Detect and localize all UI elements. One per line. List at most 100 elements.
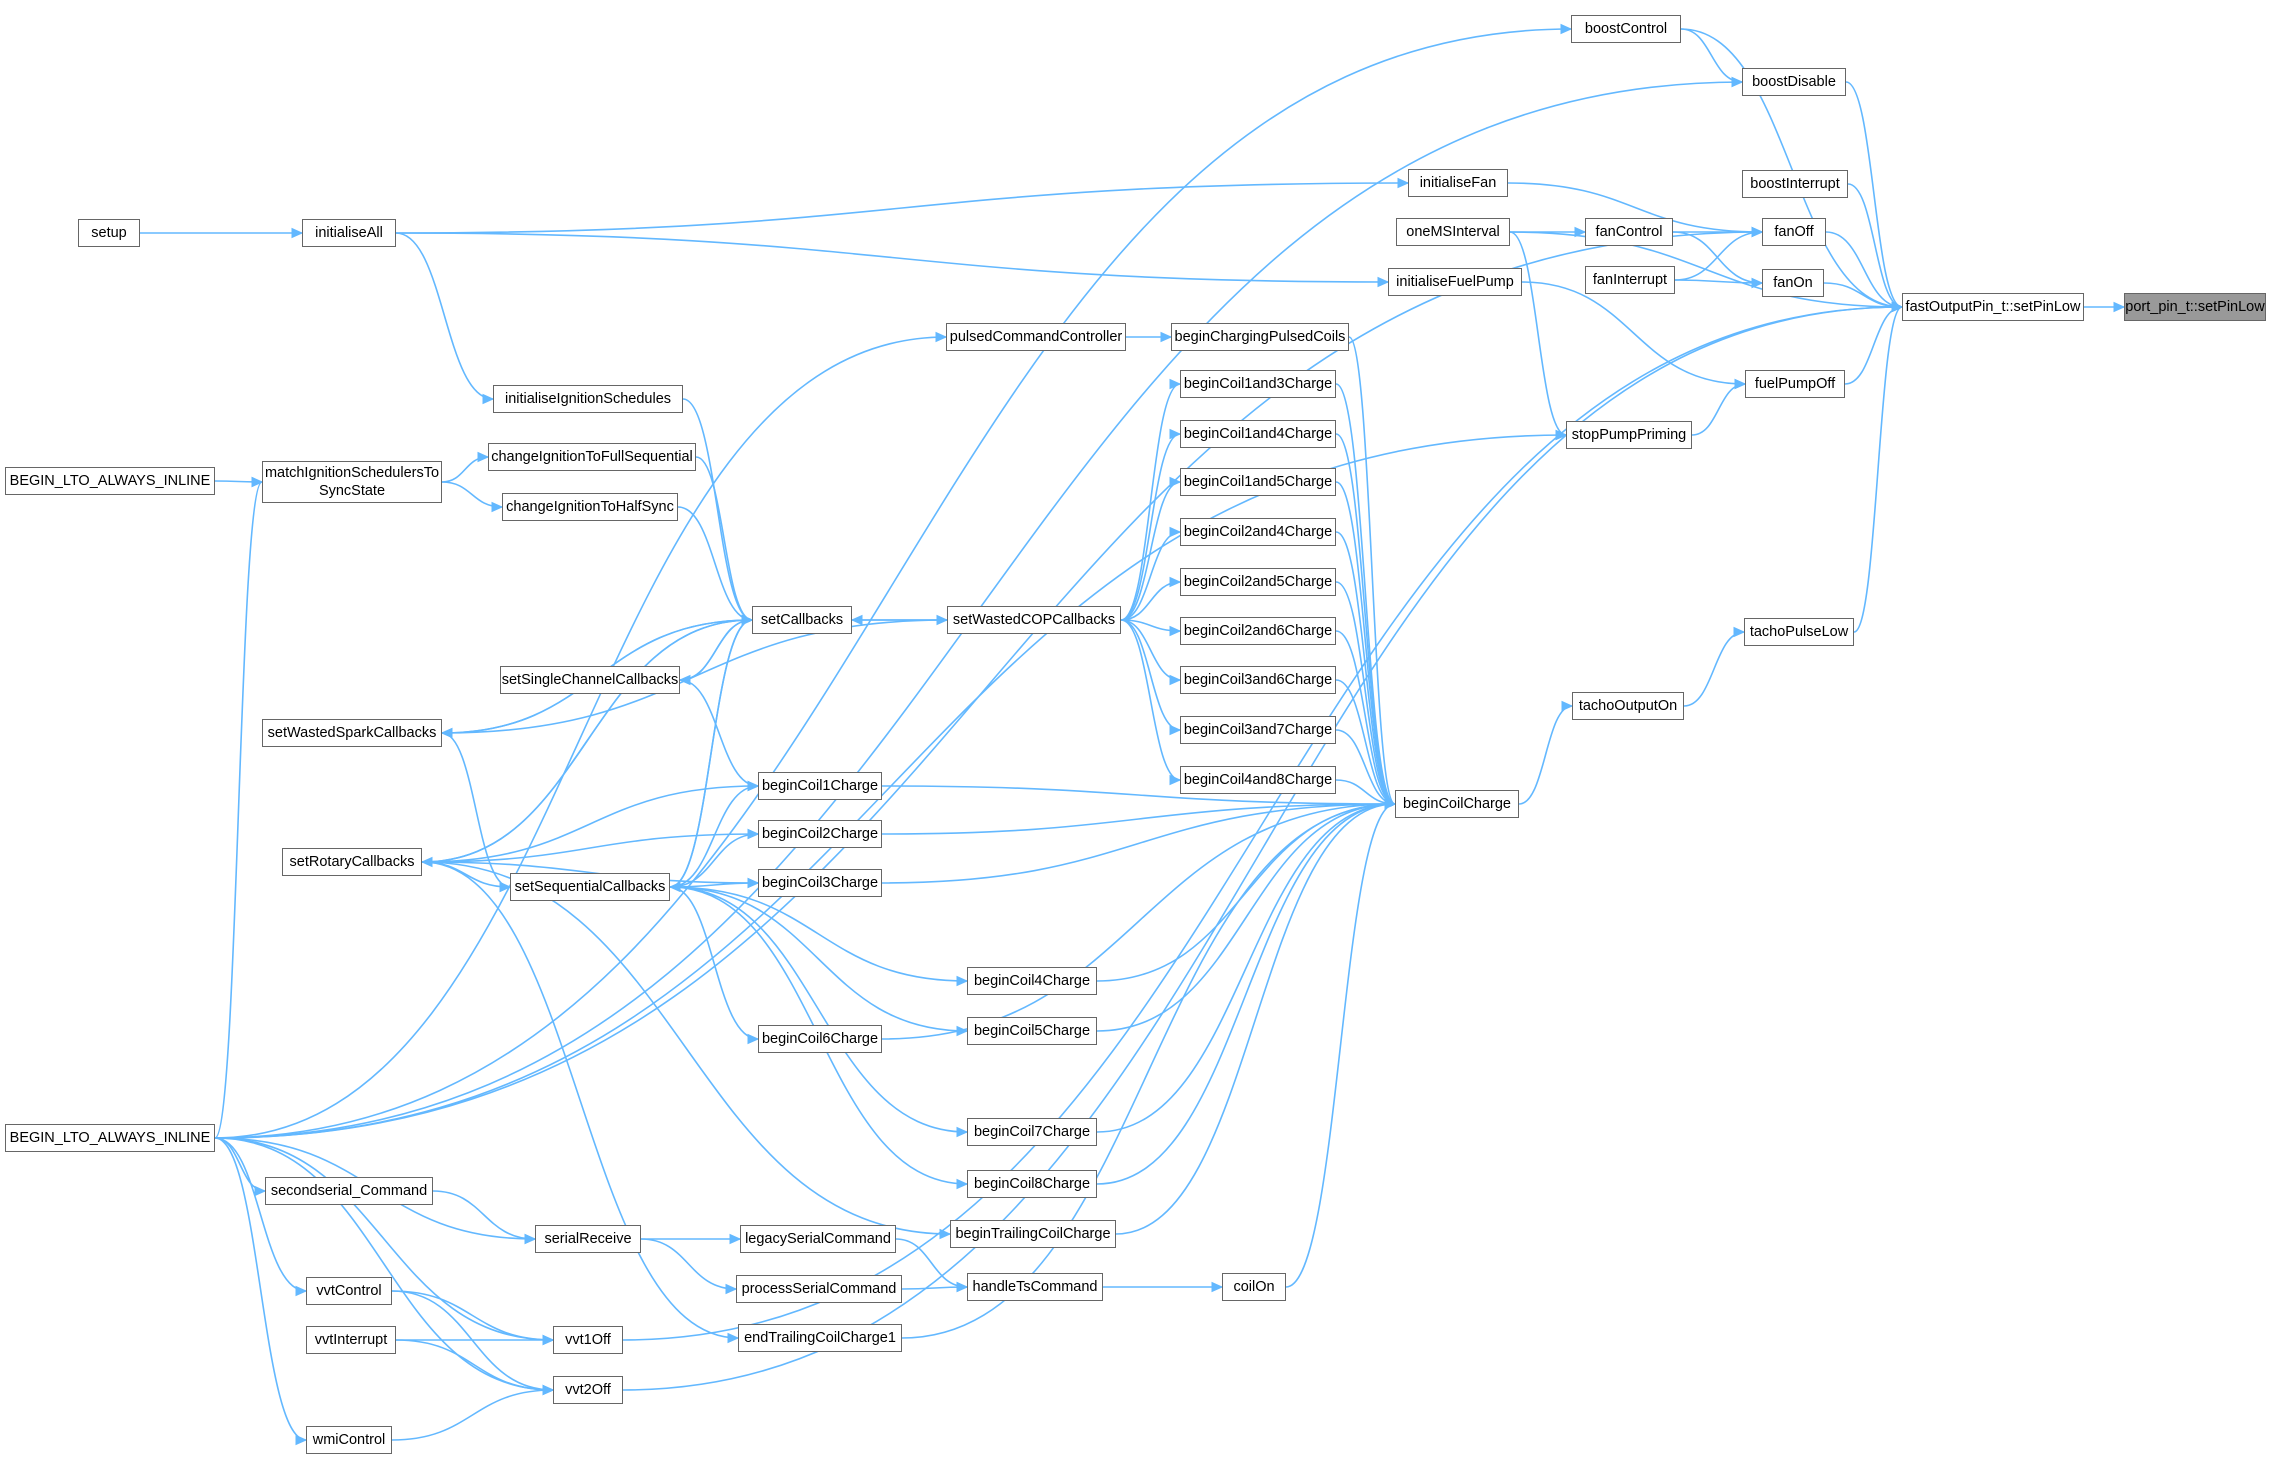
edge-setSequentialCallbacks-to-beginCoil5Charge xyxy=(669,886,968,1032)
node-begincoil8charge[interactable]: beginCoil8Charge xyxy=(967,1170,1097,1198)
node-wmicontrol[interactable]: wmiControl xyxy=(306,1426,392,1454)
edge-initialiseIgnitionSchedules-to-setCallbacks xyxy=(682,398,753,621)
node-fancontrol[interactable]: fanControl xyxy=(1585,218,1673,246)
node-legacyserialcommand[interactable]: legacySerialCommand xyxy=(740,1225,896,1253)
node-changeignitiontofullsequential[interactable]: changeIgnitionToFullSequential xyxy=(488,443,696,471)
node-begincoil4and8charge[interactable]: beginCoil4and8Charge xyxy=(1180,766,1336,794)
node-faninterrupt[interactable]: fanInterrupt xyxy=(1585,266,1675,294)
edge-initialiseAll-to-initialiseIgnitionSchedules xyxy=(395,232,494,400)
node-endtrailingcoilcharge1[interactable]: endTrailingCoilCharge1 xyxy=(738,1324,902,1352)
edge-initialiseFuelPump-to-fuelPumpOff xyxy=(1521,281,1746,385)
node-coilon[interactable]: coilOn xyxy=(1222,1273,1286,1301)
arrowhead-wmiControl-to-vvt2Off xyxy=(542,1384,555,1396)
edge-beginCoil2Charge-to-beginCoilCharge xyxy=(881,803,1396,835)
edge-changeIgnitionToHalfSync-to-setCallbacks xyxy=(677,506,753,621)
node-setrotarycallbacks[interactable]: setRotaryCallbacks xyxy=(282,848,422,876)
node-begincoil5charge[interactable]: beginCoil5Charge xyxy=(967,1017,1097,1045)
edge-initialiseAll-to-initialiseFan xyxy=(395,182,1409,234)
node-stoppumppriming[interactable]: stopPumpPriming xyxy=(1566,421,1692,449)
arrowhead-setSequentialCallbacks-to-beginCoil7Charge xyxy=(956,1126,969,1138)
edge-ltoInline2-to-boostControl xyxy=(214,28,1572,1139)
node-begin-lto-always-inline-1[interactable]: BEGIN_LTO_ALWAYS_INLINE xyxy=(5,467,215,495)
edge-fuelPumpOff-to-fastSetPinLow xyxy=(1844,306,1903,385)
edge-secondserialCommand-to-serialReceive xyxy=(432,1190,536,1240)
edge-changeIgnitionToFullSequential-to-setCallbacks xyxy=(695,456,753,621)
arrowhead-setWastedCOPCallbacks-to-beginCoil1and5Charge xyxy=(1169,476,1182,488)
node-setcallbacks[interactable]: setCallbacks xyxy=(752,606,852,634)
node-fanoff[interactable]: fanOff xyxy=(1762,218,1826,246)
node-begincoil7charge[interactable]: beginCoil7Charge xyxy=(967,1118,1097,1146)
arrowhead-handleTsCommand-to-coilOn xyxy=(1211,1281,1224,1293)
edge-beginCoil2and5Charge-to-beginCoilCharge xyxy=(1335,581,1396,805)
arrowhead-setRotaryCallbacks-to-endTrailingCoilCharge1 xyxy=(727,1332,740,1344)
node-changeignitiontohalfsync[interactable]: changeIgnitionToHalfSync xyxy=(502,493,678,521)
node-pulsedcommandcontroller[interactable]: pulsedCommandController xyxy=(946,323,1126,351)
node-setup[interactable]: setup xyxy=(78,219,140,247)
node-begincoil3and6charge[interactable]: beginCoil3and6Charge xyxy=(1180,666,1336,694)
node-begincoil1charge[interactable]: beginCoil1Charge xyxy=(758,772,882,800)
node-begincoil6charge[interactable]: beginCoil6Charge xyxy=(758,1025,882,1053)
node-processserialcommand[interactable]: processSerialCommand xyxy=(736,1275,902,1303)
edge-stopPumpPriming-to-fuelPumpOff xyxy=(1691,383,1746,436)
node-beginchargingpulsedcoils[interactable]: beginChargingPulsedCoils xyxy=(1171,323,1349,351)
node-vvt2off[interactable]: vvt2Off xyxy=(553,1376,623,1404)
edge-tachoOutputOn-to-tachoPulseLow xyxy=(1683,631,1745,707)
node-begincoil2and6charge[interactable]: beginCoil2and6Charge xyxy=(1180,617,1336,645)
node-initialisefuelpump[interactable]: initialiseFuelPump xyxy=(1388,268,1522,296)
node-setsequentialcallbacks[interactable]: setSequentialCallbacks xyxy=(510,873,670,901)
node-vvtcontrol[interactable]: vvtControl xyxy=(306,1277,392,1305)
node-begincoil1and5charge[interactable]: beginCoil1and5Charge xyxy=(1180,468,1336,496)
node-tachoutputon[interactable]: tachoOutputOn xyxy=(1572,692,1684,720)
node-begincoil3charge[interactable]: beginCoil3Charge xyxy=(758,869,882,897)
arrowhead-vvt2Off-to-fastSetPinLow xyxy=(1891,301,1904,313)
node-tachopulselow[interactable]: tachoPulseLow xyxy=(1744,618,1854,646)
arrowhead-ltoInline2-to-vvt1Off xyxy=(542,1334,555,1346)
node-begincoilcharge[interactable]: beginCoilCharge xyxy=(1395,790,1519,818)
node-begincoil3and7charge[interactable]: beginCoil3and7Charge xyxy=(1180,716,1336,744)
edge-setWastedCOPCallbacks-to-beginCoil4and8Charge xyxy=(1120,619,1181,781)
node-boostdisable[interactable]: boostDisable xyxy=(1742,68,1846,96)
node-fuelpumpoff[interactable]: fuelPumpOff xyxy=(1745,370,1845,398)
node-secondserial-command[interactable]: secondserial_Command xyxy=(265,1177,433,1205)
node-fanon[interactable]: fanOn xyxy=(1762,269,1824,297)
node-setwastedsparkcallbacks[interactable]: setWastedSparkCallbacks xyxy=(262,719,442,747)
node-vvt1off[interactable]: vvt1Off xyxy=(553,1326,623,1354)
edge-setSequentialCallbacks-to-beginCoil4Charge xyxy=(669,886,968,982)
node-setsinglechannelcallbacks[interactable]: setSingleChannelCallbacks xyxy=(500,666,680,694)
node-handletscommand[interactable]: handleTsCommand xyxy=(967,1273,1103,1301)
node-fastoutputpin-setpinlow[interactable]: fastOutputPin_t::setPinLow xyxy=(1902,293,2084,321)
arrowhead-initialiseAll-to-initialiseIgnitionSchedules xyxy=(482,393,495,405)
node-begincoil1and3charge[interactable]: beginCoil1and3Charge xyxy=(1180,370,1336,398)
arrowhead-secondserialCommand-to-serialReceive xyxy=(524,1233,537,1245)
edge-initialiseAll-to-initialiseFuelPump xyxy=(395,232,1389,283)
node-begincoil2charge[interactable]: beginCoil2Charge xyxy=(758,820,882,848)
arrowhead-fanInterrupt-to-fanOff xyxy=(1751,226,1764,238)
node-boostcontrol[interactable]: boostControl xyxy=(1571,15,1681,43)
node-onemsinterval[interactable]: oneMSInterval xyxy=(1396,218,1510,246)
node-initialiseall[interactable]: initialiseAll xyxy=(302,219,396,247)
node-setwastedcopcallbacks[interactable]: setWastedCOPCallbacks xyxy=(947,606,1121,634)
node-serialreceive[interactable]: serialReceive xyxy=(535,1225,641,1253)
node-begintrailingcoilcharge[interactable]: beginTrailingCoilCharge xyxy=(950,1220,1116,1248)
node-begin-lto-always-inline-2[interactable]: BEGIN_LTO_ALWAYS_INLINE xyxy=(5,1124,215,1152)
node-initialiseignitionschedules[interactable]: initialiseIgnitionSchedules xyxy=(493,385,683,413)
node-begincoil2and5charge[interactable]: beginCoil2and5Charge xyxy=(1180,568,1336,596)
arrowhead-setSequentialCallbacks-to-beginCoil6Charge xyxy=(747,1033,760,1045)
node-begincoil1and4charge[interactable]: beginCoil1and4Charge xyxy=(1180,420,1336,448)
node-vvtinterrupt[interactable]: vvtInterrupt xyxy=(306,1326,396,1354)
node-begincoil2and4charge[interactable]: beginCoil2and4Charge xyxy=(1180,518,1336,546)
arrowhead-setSequentialCallbacks-to-beginCoil8Charge xyxy=(956,1178,969,1190)
edge-setSequentialCallbacks-to-beginCoil2Charge xyxy=(669,833,759,888)
arrowhead-setWastedCOPCallbacks-to-beginCoil1and3Charge xyxy=(1169,378,1182,390)
arrowhead-setWastedCOPCallbacks-to-beginCoil2and6Charge xyxy=(1169,625,1182,637)
node-matchignitionschedulerstosyncstate[interactable]: matchIgnitionSchedulersTo SyncState xyxy=(262,461,442,503)
node-begincoil4charge[interactable]: beginCoil4Charge xyxy=(967,967,1097,995)
arrowhead-ltoInline2-to-boostDisable xyxy=(1731,76,1744,88)
arrowhead-setWastedCOPCallbacks-to-beginCoil1and4Charge xyxy=(1169,428,1182,440)
edge-beginCoil3and6Charge-to-beginCoilCharge xyxy=(1335,679,1396,805)
node-initialisefan[interactable]: initialiseFan xyxy=(1408,169,1508,197)
node-boostinterrupt[interactable]: boostInterrupt xyxy=(1742,170,1848,198)
arrowhead-setWastedCOPCallbacks-to-setCallbacks xyxy=(850,614,863,626)
edge-setRotaryCallbacks-to-beginCoil3Charge xyxy=(421,861,759,884)
edge-beginTrailingCoilCharge-to-beginCoilCharge xyxy=(1115,803,1396,1235)
